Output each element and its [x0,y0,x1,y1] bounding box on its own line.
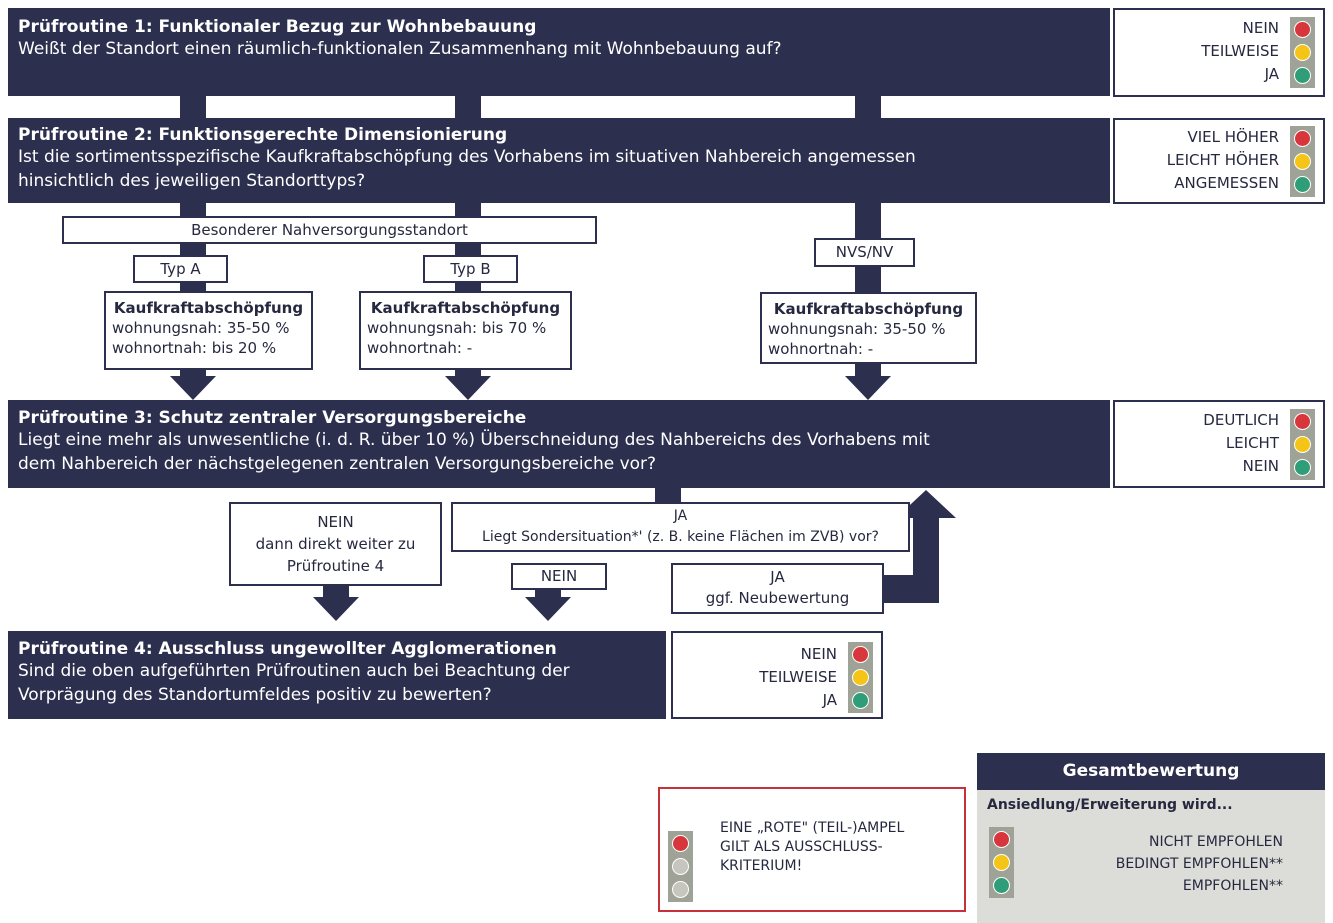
arrow-shaft [455,370,481,376]
routine-4-title: Prüfroutine 4: Ausschluss ungewollter Ag… [18,639,557,659]
note-line: KRITERIUM! [720,858,803,874]
legend-red-label: DEUTLICH [1203,411,1279,429]
box-line: wohnungsnah: 35-50 % [768,320,946,338]
legend-red-label: NEIN [1242,19,1279,37]
legend-green-label: JA [822,691,837,709]
legend-green-label: JA [1264,65,1279,83]
nvs-label: NVS/NV [814,238,915,267]
box-title: Kaufkraftabschöpfung [370,299,561,317]
routine-2-question-cont: hinsichtlich des jeweiligen Standorttyps… [18,171,366,191]
connector [455,203,481,217]
exclusion-note: EINE „ROTE" (TEIL-)AMPEL GILT ALS AUSSCH… [658,787,966,912]
traffic-light-icon [1290,126,1315,197]
traffic-light-icon [989,827,1014,898]
routine-2-question: Ist die sortimentsspezifische Kaufkrafta… [18,147,916,167]
legend-green-label: ANGEMESSEN [1174,174,1279,192]
legend-yellow-label: LEICHT [1225,434,1279,452]
routine-4: Prüfroutine 4: Ausschluss ungewollter Ag… [8,631,666,719]
routine-4-question: Sind die oben aufgeführten Prüfroutinen … [18,661,570,681]
reassessment-box: JA ggf. Neubewertung [671,563,884,614]
routine-1-title: Prüfroutine 1: Funktionaler Bezug zur Wo… [18,17,537,37]
routine-1-legend: NEIN TEILWEISE JA [1113,8,1325,97]
connector [855,96,881,118]
box-line: wohnortnah: - [768,340,874,358]
box-line: Prüfroutine 4 [286,557,385,575]
routine-3: Prüfroutine 3: Schutz zentraler Versorgu… [8,400,1110,488]
routine-2: Prüfroutine 2: Funktionsgerechte Dimensi… [8,118,1110,203]
box-line: wohnungsnah: bis 70 % [367,319,547,337]
note-line: EINE „ROTE" (TEIL-)AMPEL [720,820,905,836]
legend-yellow-label: TEILWEISE [1201,42,1279,60]
routine-4-question-cont: Vorprägung des Standortumfeldes positiv … [18,685,492,705]
loop-arrow [913,516,939,603]
connector [180,282,206,292]
purchasing-power-box-b: Kaufkraftabschöpfung wohnungsnah: bis 70… [359,291,572,370]
box-line: dann direkt weiter zu [255,535,416,553]
routine-3-question: Liegt eine mehr als unwesentliche (i. d.… [18,430,930,450]
overall-assessment: Gesamtbewertung Ansiedlung/Erweiterung w… [977,753,1325,923]
no-overlap-box: NEIN dann direkt weiter zu Prüfroutine 4 [229,502,442,586]
arrow-shaft [855,364,881,376]
arrow-down-icon [445,376,491,400]
box-line: wohnortnah: - [367,339,473,357]
arrow-down-icon [313,597,359,621]
connector [455,96,481,118]
routine-2-title: Prüfroutine 2: Funktionsgerechte Dimensi… [18,125,508,145]
arrow-down-icon [170,376,216,400]
type-b-label: Typ B [423,255,518,283]
connector [455,244,481,256]
box-line: JA [673,508,688,524]
arrow-down-icon [525,597,571,621]
connector [180,244,206,256]
note-line: GILT ALS AUSSCHLUSS- [720,839,883,855]
traffic-light-icon [1290,409,1315,480]
legend-yellow-label: LEICHT HÖHER [1166,151,1279,169]
overall-item-recommended: EMPFOHLEN** [1182,878,1283,894]
legend-green-label: NEIN [1242,457,1279,475]
special-site-label: Besonderer Nahversorgungsstandort [62,216,597,244]
arrow-shaft [323,585,349,597]
type-a-label: Typ A [133,255,228,283]
purchasing-power-box-nvs: Kaufkraftabschöpfung wohnungsnah: 35-50 … [760,292,977,364]
routine-4-legend: NEIN TEILWEISE JA [671,631,883,719]
connector [855,267,881,292]
overall-item-not-recommended: NICHT EMPFOHLEN [1149,834,1283,850]
routine-1: Prüfroutine 1: Funktionaler Bezug zur Wo… [8,8,1110,96]
connector [655,488,681,502]
box-title: Kaufkraftabschöpfung [773,300,964,318]
box-line: NEIN [317,513,354,531]
arrow-down-icon [845,376,891,400]
purchasing-power-box-a: Kaufkraftabschöpfung wohnungsnah: 35-50 … [104,291,313,370]
overall-title: Gesamtbewertung [977,753,1325,790]
legend-red-label: NEIN [800,645,837,663]
sub-no-label: NEIN [511,563,607,590]
connector [180,96,206,118]
connector [180,203,206,217]
box-line: wohnungsnah: 35-50 % [112,319,290,337]
routine-3-question-cont: dem Nahbereich der nächstgelegenen zentr… [18,454,657,474]
arrow-shaft [180,370,206,376]
routine-3-title: Prüfroutine 3: Schutz zentraler Versorgu… [18,408,527,428]
overall-subtitle: Ansiedlung/Erweiterung wird... [987,797,1233,813]
box-title: Kaufkraftabschöpfung [113,299,304,317]
box-line: ggf. Neubewertung [705,589,850,607]
routine-2-legend: VIEL HÖHER LEICHT HÖHER ANGEMESSEN [1113,118,1325,204]
overall-item-conditionally-recommended: BEDINGT EMPFOHLEN** [1115,856,1283,872]
traffic-light-icon [848,642,873,713]
box-line: Liegt Sondersituation*' (z. B. keine Flä… [482,529,879,545]
red-traffic-light-icon [668,831,693,902]
special-situation-box: JA Liegt Sondersituation*' (z. B. keine … [451,502,910,552]
traffic-light-icon [1290,17,1315,88]
connector [855,203,881,238]
legend-yellow-label: TEILWEISE [759,668,837,686]
legend-red-label: VIEL HÖHER [1187,128,1279,146]
box-line: wohnortnah: bis 20 % [112,339,277,357]
routine-3-legend: DEUTLICH LEICHT NEIN [1113,400,1325,488]
routine-1-question: Weißt der Standort einen räumlich-funkti… [18,39,782,59]
connector [455,282,481,292]
box-line: JA [770,568,785,586]
